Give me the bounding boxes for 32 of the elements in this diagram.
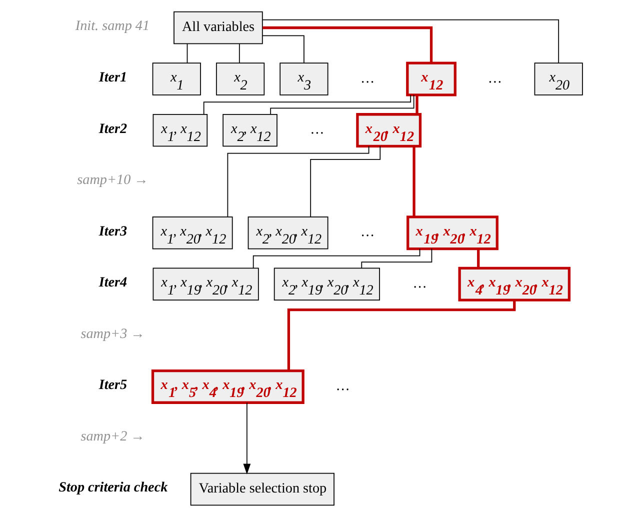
label: … [360, 70, 375, 86]
node-label: Init. samp 41 [75, 18, 150, 34]
label: Iter1 [98, 69, 128, 86]
label: Iter4 [98, 274, 128, 291]
node-box: Variable selection stop [190, 472, 334, 506]
connector [186, 43, 188, 64]
connector [238, 43, 240, 64]
connector [227, 146, 370, 218]
label: samp+3 → [80, 326, 145, 342]
label: samp+10 → [77, 172, 148, 188]
label: … [336, 378, 350, 394]
connector [477, 248, 480, 268]
label: … [310, 122, 324, 138]
label: samp+2 → [80, 428, 145, 444]
connector [262, 35, 304, 64]
label: … [412, 276, 427, 292]
connector [287, 300, 516, 371]
label: Iter5 [98, 377, 128, 394]
connector [416, 94, 418, 114]
connector [412, 146, 416, 217]
label: Iter2 [98, 120, 128, 137]
connector [361, 248, 432, 269]
arrow [243, 402, 251, 474]
label: Stop criteria check [58, 480, 168, 496]
connector [310, 146, 381, 218]
connector [262, 26, 433, 64]
connector [262, 19, 560, 64]
node-box: All variables [174, 11, 263, 44]
label: … [488, 70, 502, 86]
label: Iter3 [98, 223, 128, 240]
connector [270, 94, 414, 115]
label: … [360, 224, 375, 240]
